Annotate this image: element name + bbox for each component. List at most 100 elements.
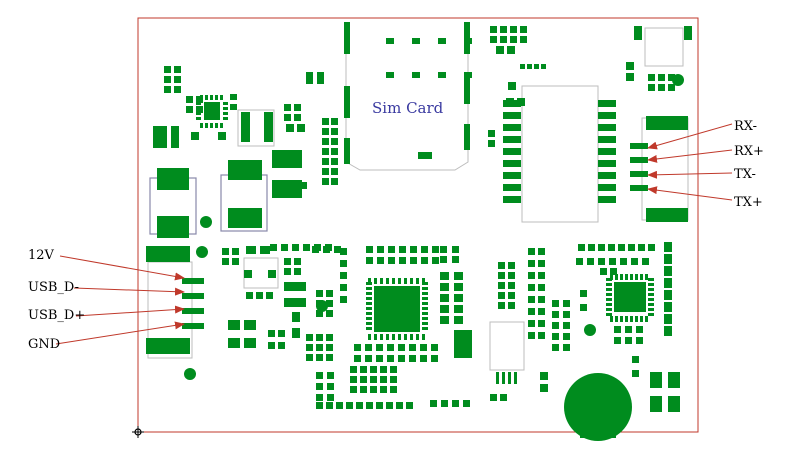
pad <box>284 104 291 111</box>
pad <box>552 344 559 351</box>
pad <box>664 266 672 276</box>
pad <box>615 274 618 280</box>
pad <box>540 384 548 392</box>
pad <box>256 292 263 299</box>
pad <box>374 278 377 284</box>
pad <box>398 334 401 340</box>
pad <box>527 64 532 69</box>
pad <box>648 288 654 291</box>
pad <box>578 244 585 251</box>
pad <box>186 96 193 103</box>
pad <box>563 300 570 307</box>
pad <box>422 312 428 315</box>
pad <box>528 296 535 303</box>
pad <box>520 64 525 69</box>
pad <box>552 333 559 340</box>
pad <box>398 344 405 351</box>
via-pad <box>584 324 596 336</box>
pad <box>388 246 395 253</box>
pad <box>664 326 672 336</box>
pad <box>664 254 672 264</box>
pad <box>354 355 361 362</box>
pad <box>648 74 655 81</box>
pad <box>327 394 334 401</box>
pad <box>508 272 515 279</box>
pad <box>366 287 372 290</box>
pad <box>222 248 229 255</box>
pad <box>598 148 616 155</box>
label-rx-plus: RX+ <box>734 144 764 159</box>
pad <box>598 244 605 251</box>
pad <box>368 334 371 340</box>
pad <box>200 95 203 100</box>
pad <box>220 95 223 100</box>
pad <box>223 107 228 110</box>
pad <box>528 260 535 267</box>
pad <box>563 344 570 351</box>
pad <box>344 138 350 164</box>
pad <box>422 327 428 330</box>
pad <box>658 74 665 81</box>
pad <box>228 160 262 180</box>
pad <box>418 152 432 159</box>
pad <box>587 258 594 265</box>
pad <box>404 278 407 284</box>
pad <box>404 334 407 340</box>
pad <box>606 278 612 281</box>
pad <box>270 244 277 251</box>
pad <box>464 124 470 150</box>
pad <box>205 95 208 100</box>
pad <box>440 305 449 313</box>
pad <box>630 316 633 322</box>
pad <box>331 158 338 165</box>
pad <box>340 248 347 255</box>
pad <box>316 354 323 361</box>
pad <box>500 394 507 401</box>
pad <box>538 272 545 279</box>
pad <box>399 257 406 264</box>
pad <box>246 292 253 299</box>
pad <box>630 185 648 191</box>
pad <box>164 76 171 83</box>
pad <box>538 284 545 291</box>
pad <box>620 274 623 280</box>
pad <box>650 372 662 388</box>
pad <box>563 322 570 329</box>
arrow-tx-plus <box>647 186 733 201</box>
pad <box>406 402 413 409</box>
pad <box>642 258 649 265</box>
pad <box>223 102 228 105</box>
pad <box>648 278 654 281</box>
pad <box>331 148 338 155</box>
arrow-tx-minus <box>647 170 733 179</box>
pad <box>196 107 201 110</box>
pad <box>350 366 357 373</box>
pad <box>580 428 616 438</box>
pad <box>664 302 672 312</box>
pad <box>350 376 357 383</box>
pad <box>598 258 605 265</box>
pad <box>374 334 377 340</box>
pad <box>366 327 372 330</box>
pad <box>498 302 505 309</box>
pad <box>432 246 439 253</box>
pad <box>422 307 428 310</box>
pad <box>598 100 616 107</box>
pad <box>648 244 655 251</box>
pad <box>326 334 333 341</box>
pad <box>432 257 439 264</box>
pad <box>631 258 638 265</box>
pad <box>563 333 570 340</box>
pad <box>182 323 204 329</box>
pad <box>380 386 387 393</box>
pad <box>376 402 383 409</box>
pad <box>409 344 416 351</box>
pad <box>268 270 276 278</box>
pad <box>210 95 213 100</box>
origin-marker <box>132 426 144 438</box>
pad <box>625 316 628 322</box>
pad <box>326 344 333 351</box>
pad <box>370 386 377 393</box>
pad <box>340 284 347 291</box>
pad <box>272 180 302 198</box>
